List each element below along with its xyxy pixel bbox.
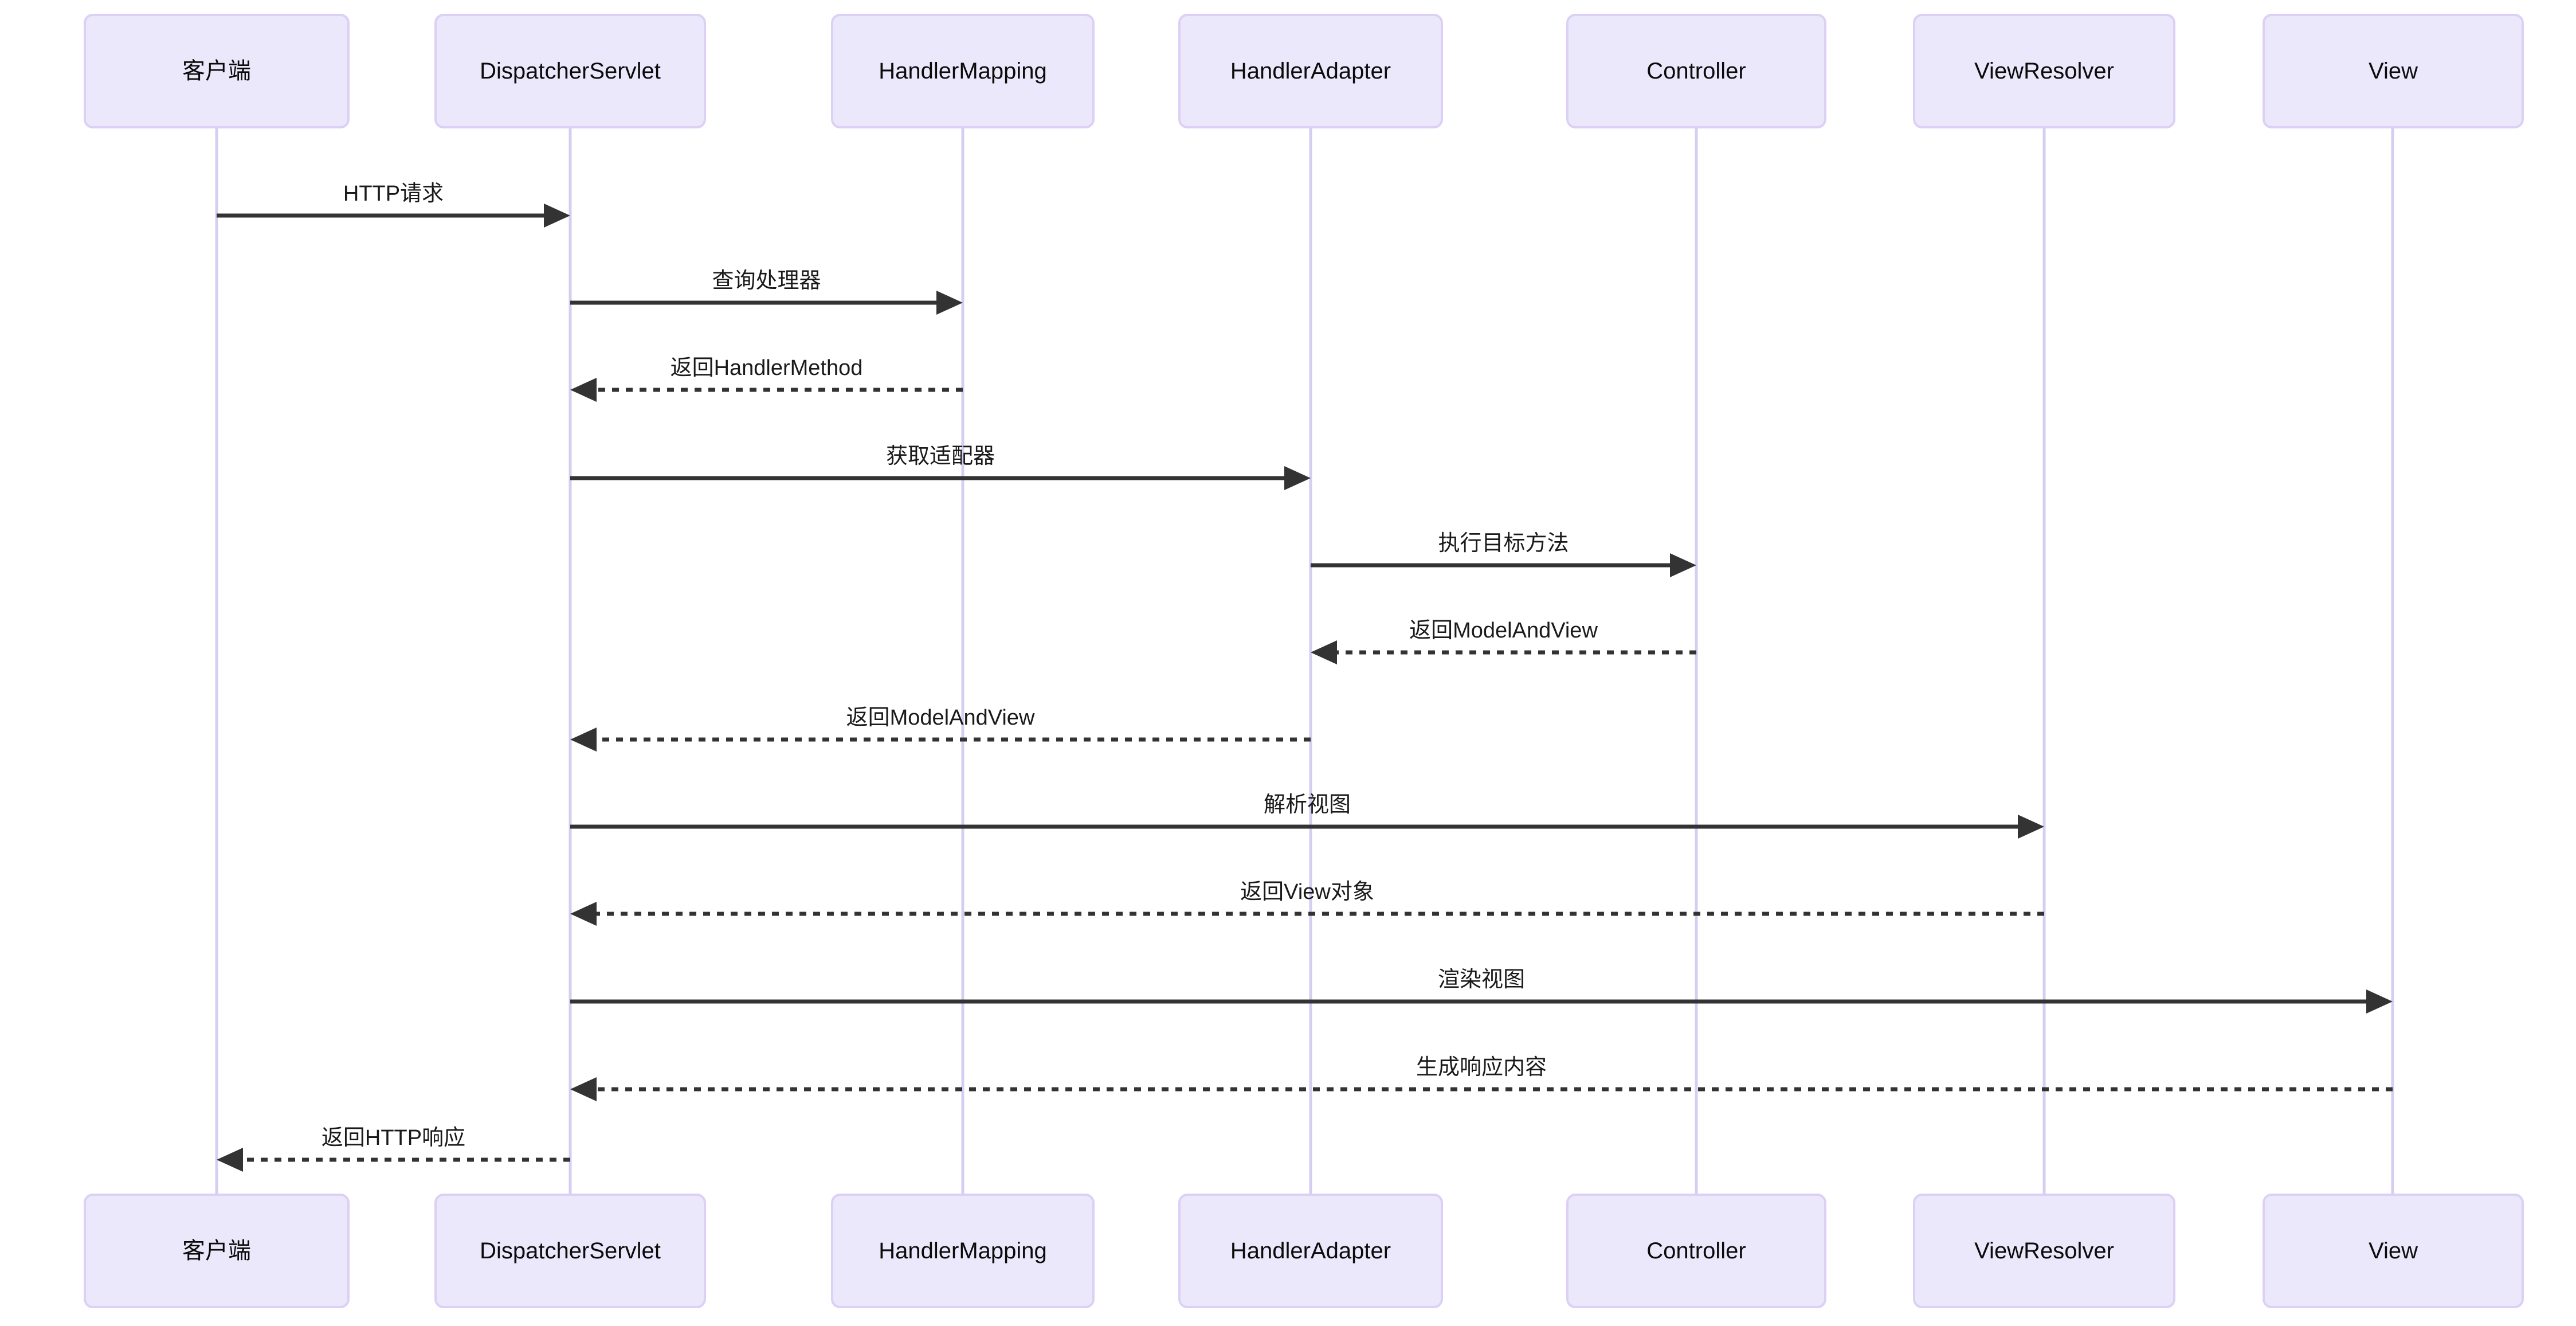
message-label-m2: 查询处理器: [712, 269, 821, 293]
message-m10[interactable]: 渲染视图: [570, 968, 2393, 1014]
participant-box-view-top[interactable]: [2263, 14, 2524, 128]
message-arrowhead-m5: [1670, 553, 1696, 577]
participant-label-view-bottom: View: [2369, 1238, 2418, 1264]
lifelines-layer: [215, 127, 2394, 1195]
participant-box-controller-top[interactable]: [1566, 14, 1826, 128]
participant-box-client-top[interactable]: [84, 14, 350, 128]
participant-box-hadapter-top[interactable]: [1178, 14, 1443, 128]
participant-hadapter-top[interactable]: HandlerAdapter: [1178, 14, 1443, 128]
message-arrowhead-m7: [570, 727, 597, 752]
participant-label-hmapping-top: HandlerMapping: [879, 58, 1047, 84]
message-m8[interactable]: 解析视图: [570, 793, 2044, 839]
message-arrowhead-m4: [1284, 466, 1311, 490]
participant-label-hadapter-bottom: HandlerAdapter: [1230, 1238, 1391, 1264]
participant-hmapping-top[interactable]: HandlerMapping: [831, 14, 1095, 128]
participant-box-hadapter-bottom[interactable]: [1178, 1194, 1443, 1308]
participants-top-layer: 客户端 DispatcherServlet HandlerMapping Handle…: [84, 14, 2524, 128]
message-m9[interactable]: 返回View对象: [570, 880, 2044, 926]
participants-bottom-layer: 客户端 DispatcherServlet HandlerMapping Handle…: [84, 1194, 2524, 1308]
participant-label-vresolver-top: ViewResolver: [1974, 58, 2114, 84]
message-m3[interactable]: 返回HandlerMethod: [570, 356, 963, 402]
participant-label-client-top: 客户端: [182, 58, 251, 84]
participant-hmapping-bottom[interactable]: HandlerMapping: [831, 1194, 1095, 1308]
message-arrowhead-m9: [570, 902, 597, 926]
participant-box-dispatcher-top[interactable]: [434, 14, 706, 128]
message-label-m3: 返回HandlerMethod: [671, 356, 863, 380]
message-arrowhead-m2: [936, 291, 963, 315]
participant-dispatcher-bottom[interactable]: DispatcherServlet: [434, 1194, 706, 1308]
message-label-m9: 返回View对象: [1240, 880, 1374, 904]
message-arrowhead-m3: [570, 378, 597, 402]
participant-client-top[interactable]: 客户端: [84, 14, 350, 128]
participant-box-dispatcher-bottom[interactable]: [434, 1194, 706, 1308]
message-label-m6: 返回ModelAndView: [1409, 619, 1598, 643]
participant-box-hmapping-top[interactable]: [831, 14, 1095, 128]
message-m12[interactable]: 返回HTTP响应: [217, 1126, 570, 1172]
participant-box-controller-bottom[interactable]: [1566, 1194, 1826, 1308]
message-label-m5: 执行目标方法: [1438, 531, 1569, 556]
participant-label-controller-bottom: Controller: [1646, 1238, 1746, 1264]
participant-controller-bottom[interactable]: Controller: [1566, 1194, 1826, 1308]
participant-hadapter-bottom[interactable]: HandlerAdapter: [1178, 1194, 1443, 1308]
participant-label-hmapping-bottom: HandlerMapping: [879, 1238, 1047, 1264]
message-label-m8: 解析视图: [1264, 793, 1351, 817]
participant-label-dispatcher-bottom: DispatcherServlet: [480, 1238, 661, 1264]
message-m7[interactable]: 返回ModelAndView: [570, 706, 1311, 752]
participant-view-bottom[interactable]: View: [2263, 1194, 2524, 1308]
message-arrowhead-m1: [544, 204, 570, 228]
participant-vresolver-bottom[interactable]: ViewResolver: [1913, 1194, 2175, 1308]
message-m6[interactable]: 返回ModelAndView: [1311, 619, 1696, 664]
message-label-m10: 渲染视图: [1438, 968, 1525, 992]
participant-box-vresolver-top[interactable]: [1913, 14, 2175, 128]
participant-label-controller-top: Controller: [1646, 58, 1746, 84]
message-arrowhead-m6: [1311, 640, 1337, 664]
message-m2[interactable]: 查询处理器: [570, 269, 963, 315]
participant-box-client-bottom[interactable]: [84, 1194, 350, 1308]
participant-label-dispatcher-top: DispatcherServlet: [480, 58, 661, 84]
message-arrowhead-m11: [570, 1077, 597, 1101]
participant-label-view-top: View: [2369, 58, 2418, 84]
participant-client-bottom[interactable]: 客户端: [84, 1194, 350, 1308]
message-arrowhead-m12: [217, 1148, 243, 1172]
message-m5[interactable]: 执行目标方法: [1311, 531, 1696, 577]
message-label-m7: 返回ModelAndView: [846, 706, 1035, 730]
participant-label-vresolver-bottom: ViewResolver: [1974, 1238, 2114, 1264]
message-m1[interactable]: HTTP请求: [217, 182, 570, 228]
participant-label-hadapter-top: HandlerAdapter: [1230, 58, 1391, 84]
participant-view-top[interactable]: View: [2263, 14, 2524, 128]
participant-box-hmapping-bottom[interactable]: [831, 1194, 1095, 1308]
message-label-m11: 生成响应内容: [1416, 1055, 1547, 1079]
participant-vresolver-top[interactable]: ViewResolver: [1913, 14, 2175, 128]
message-arrowhead-m10: [2366, 989, 2393, 1014]
message-label-m12: 返回HTTP响应: [321, 1126, 465, 1150]
participant-box-view-bottom[interactable]: [2263, 1194, 2524, 1308]
participant-box-vresolver-bottom[interactable]: [1913, 1194, 2175, 1308]
message-m11[interactable]: 生成响应内容: [570, 1055, 2393, 1101]
message-arrowhead-m8: [2018, 815, 2044, 839]
participant-controller-top[interactable]: Controller: [1566, 14, 1826, 128]
participant-dispatcher-top[interactable]: DispatcherServlet: [434, 14, 706, 128]
message-m4[interactable]: 获取适配器: [570, 444, 1311, 490]
message-label-m1: HTTP请求: [343, 182, 444, 206]
participant-label-client-bottom: 客户端: [182, 1238, 251, 1264]
message-label-m4: 获取适配器: [886, 444, 995, 468]
